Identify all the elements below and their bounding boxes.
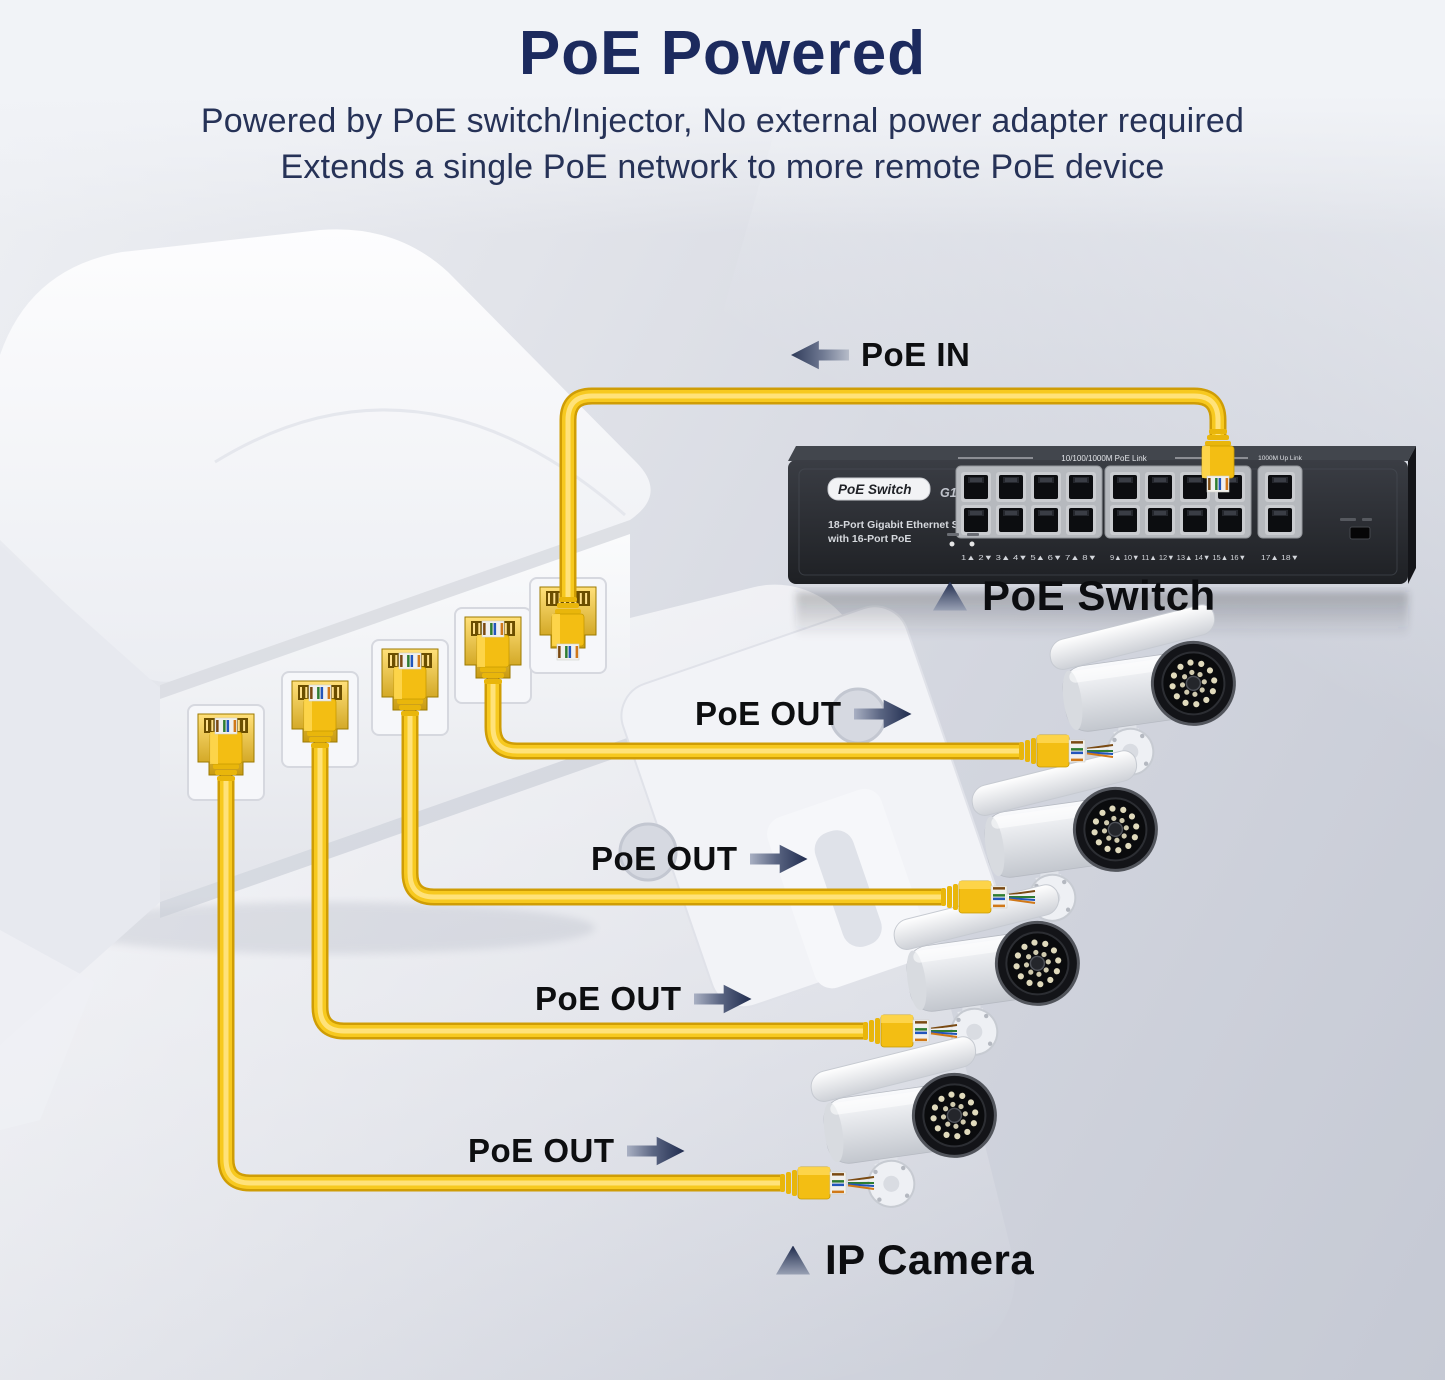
switch-desc-line1: 18-Port Gigabit Ethernet Switch bbox=[828, 519, 986, 531]
poe-switch-caption: PoE Switch bbox=[933, 572, 1216, 620]
wire-strands bbox=[847, 744, 1114, 1190]
switch-port-numbers-right: 9▲ 10▼ 11▲ 12▼ 13▲ 14▼ 15▲ 16▼ bbox=[1110, 553, 1246, 562]
switch-status-led bbox=[969, 541, 975, 547]
switch-badge-text: PoE Switch bbox=[838, 482, 912, 497]
switch-uplink-numbers: 17▲ 18▼ bbox=[1261, 553, 1299, 562]
switch-poe-link-label: 10/100/1000M PoE Link bbox=[1061, 454, 1147, 463]
poe-out-text: PoE OUT bbox=[695, 695, 842, 732]
poe-out-arrow-right-icon bbox=[853, 699, 912, 729]
page-title: PoE Powered bbox=[518, 19, 927, 88]
triangle-marker-icon bbox=[933, 581, 967, 611]
poe-out-arrow-right-icon bbox=[693, 984, 752, 1014]
poe-out-text: PoE OUT bbox=[591, 840, 738, 877]
poe-extender-device bbox=[0, 229, 651, 1045]
poe-out-arrow-right-icon bbox=[626, 1136, 685, 1166]
poe-out-label-1: PoE OUT bbox=[695, 695, 912, 733]
switch-desc-line2: with 16-Port PoE bbox=[827, 533, 911, 545]
poe-in-label: PoE IN bbox=[791, 336, 970, 374]
poe-out-text: PoE OUT bbox=[468, 1132, 615, 1169]
poe-out-label-4: PoE OUT bbox=[468, 1132, 685, 1170]
triangle-marker-icon bbox=[776, 1245, 810, 1275]
ip-camera-caption-text: IP Camera bbox=[825, 1236, 1035, 1283]
switch-port-numbers-left: 1▲ 2▼ 3▲ 4▼ 5▲ 6▼ 7▲ 8▼ bbox=[961, 553, 1097, 562]
poe-in-arrow-left-icon bbox=[791, 340, 849, 370]
poe-switch-caption-text: PoE Switch bbox=[982, 572, 1216, 619]
switch-uplink-label: 1000M Up Link bbox=[1258, 455, 1302, 462]
background-glow bbox=[0, 0, 1445, 235]
poe-out-text: PoE OUT bbox=[535, 980, 682, 1017]
subtitle-line-1: Powered by PoE switch/Injector, No exter… bbox=[200, 102, 1245, 140]
switch-reset-toggle bbox=[1349, 526, 1371, 540]
poe-out-arrow-right-icon bbox=[749, 844, 808, 874]
switch-badge-plate bbox=[827, 477, 931, 501]
ip-camera-caption: IP Camera bbox=[776, 1236, 1034, 1284]
poe-out-label-2: PoE OUT bbox=[591, 840, 808, 878]
subtitle-line-2: Extends a single PoE network to more rem… bbox=[280, 148, 1165, 186]
mounting-bracket bbox=[0, 605, 999, 1130]
poe-in-text: PoE IN bbox=[861, 336, 971, 373]
ethernet-cables bbox=[217, 387, 1227, 1192]
poe-out-label-3: PoE OUT bbox=[535, 980, 752, 1018]
switch-pwr-led bbox=[949, 541, 955, 547]
